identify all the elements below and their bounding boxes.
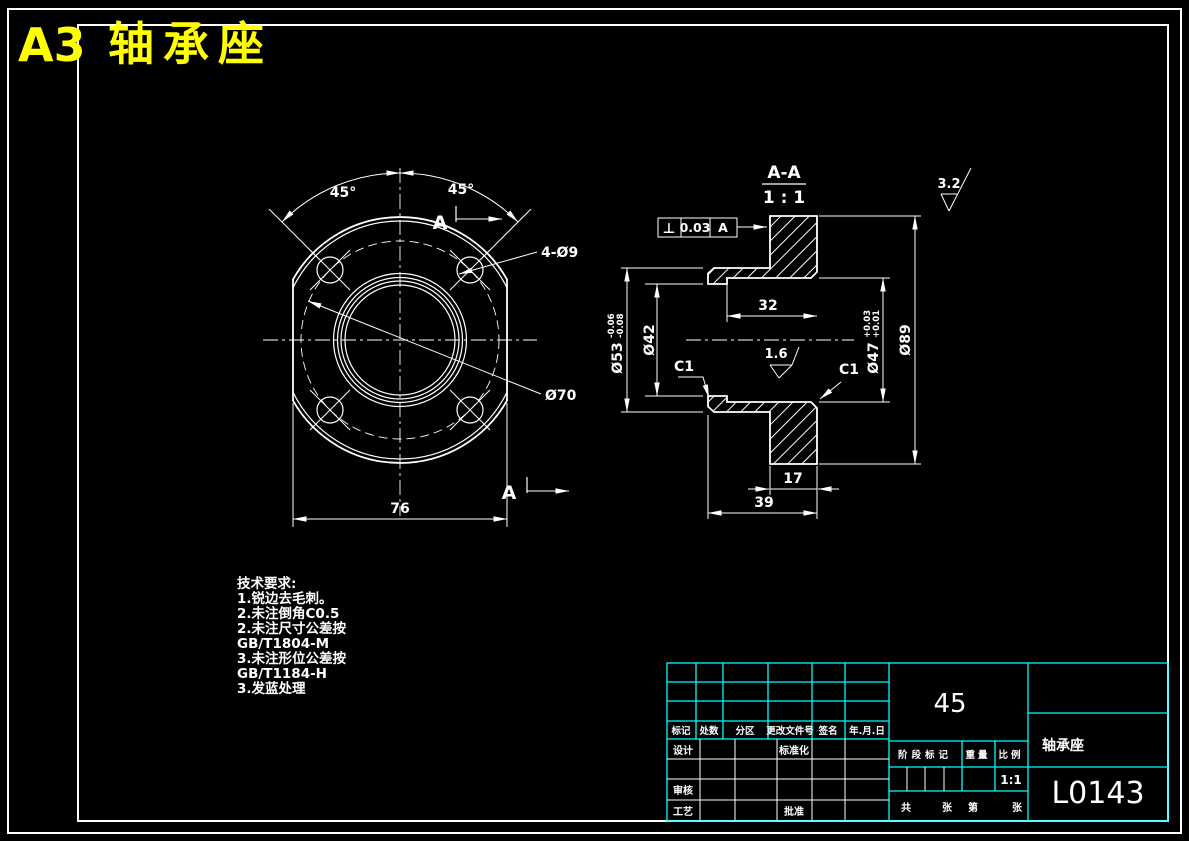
scale-value: 1:1 [1000,773,1022,787]
dim-d89-label: Ø89 [898,324,914,355]
rev-header-sign: 签名 [817,725,837,737]
bolt-circle-label: Ø70 [545,388,577,404]
width-dim: 76 [292,403,508,527]
tech-req-heading: 技术要求: [237,575,296,592]
dim-d47: Ø47 +0.03 +0.01 [819,277,890,403]
section-title: A-A [767,163,801,183]
width-label: 76 [390,501,409,517]
dim-32: 32 [726,278,817,322]
name-number-section: 轴承座 L0143 [1028,712,1168,811]
section-mark-bottom: A [502,477,569,504]
tech-req-line: 3.发蓝处理 [237,680,306,697]
gdt-frame: ⊥ 0.03 A [657,217,767,238]
design-label: 设计 [673,744,693,757]
material-stage-section: 45 阶段标记 重量 比例 1:1 共 张 第 张 [889,689,1028,814]
dim-17-label: 17 [783,471,802,487]
revision-grid: 标记 处数 分区 更改文件号 签名 年.月.日 [667,663,889,740]
tech-req-line: GB/T1804-M [237,636,329,652]
gdt-symbol: ⊥ [663,221,676,237]
sheet-size-label: A3 [18,18,86,72]
dim-17: 17 [748,466,839,519]
sheet-borders [7,8,1182,834]
front-centerlines [263,168,537,516]
front-view: 45° 45° 4-Ø9 Ø70 A A [263,168,578,527]
title-block-border [666,662,1169,822]
roughness-bore-value: 1.6 [764,347,787,362]
roughness-icon [940,167,972,212]
holes-label: 4-Ø9 [541,245,578,261]
rev-header-zone: 分区 [735,725,755,737]
gdt-value: 0.03 [680,220,711,235]
drawing-number: L0143 [1051,776,1144,811]
roughness-icon [769,346,800,379]
rev-header-date: 年.月.日 [849,725,885,737]
sheets-word: 张 [942,801,953,814]
part-name: 轴承座 [1042,737,1084,754]
tech-req-line: 1.锐边去毛刺。 [237,590,333,607]
dim-d47-tol-low: +0.01 [872,310,882,338]
section-letter-top: A [433,212,448,234]
dim-d53-tol-up: -0.06 [607,313,617,338]
angle-dim-right: 45° [399,170,532,260]
dim-d89: Ø89 [819,215,921,465]
holes-callout: 4-Ø9 [458,245,578,275]
dim-d53-tol-low: -0.08 [616,313,626,338]
material-value: 45 [933,689,966,719]
roughness-general: 3.2 [937,167,972,212]
outer-border [7,8,1182,834]
page-title: A3 轴承座 [18,17,273,72]
process-label: 工艺 [673,805,693,818]
sheet-word2: 张 [1012,801,1023,814]
dim-39-label: 39 [754,495,773,511]
rev-header-mark: 标记 [670,725,691,737]
angle-dim-left: 45° [268,170,401,260]
chamfer-right-callout: C1 [819,362,859,400]
tech-req-line: 2.未注倒角C0.5 [237,605,339,622]
dim-d42-label: Ø42 [642,324,658,355]
dim-d42: Ø42 [642,283,703,397]
weight-label: 重量 [965,749,990,761]
section-letter-bottom: A [502,482,517,504]
dim-d53: Ø53 -0.06 -0.08 [607,267,703,413]
technical-requirements: 技术要求: 1.锐边去毛刺。 2.未注倒角C0.5 2.未注尺寸公差按 GB/T… [237,575,347,697]
roughness-bore: 1.6 [764,346,800,379]
dim-d47-label: Ø47 [866,342,882,373]
angle-left-label: 45° [330,185,356,201]
gdt-datum: A [718,220,728,235]
angle-right-label: 45° [448,182,474,198]
dim-d53-label: Ø53 [610,342,626,373]
section-view: A-A 1 : 1 ⊥ 0.03 A Ø53 -0.06 -0.08 [607,163,972,519]
section-lower-half [707,395,818,465]
tech-req-line: 2.未注尺寸公差按 [237,620,347,637]
standardize-label: 标准化 [778,744,809,757]
section-mark-top: A [433,206,502,234]
roughness-general-value: 3.2 [937,177,960,192]
dim-d47-tol-up: +0.03 [863,310,873,338]
approve-label: 批准 [784,805,804,818]
section-scale: 1 : 1 [763,188,805,208]
tech-req-line: 3.未注形位公差按 [237,650,347,667]
title-block: 标记 处数 分区 更改文件号 签名 年.月.日 设计 标准化 审核 工艺 批准 … [666,662,1169,822]
dim-39: 39 [707,415,817,519]
sheets-total-label: 共 [901,801,911,814]
flange-outline [292,216,508,464]
scale-label: 比例 [998,749,1023,761]
rev-header-count: 处数 [698,725,719,737]
stage-label: 阶段标记 [898,749,952,761]
chamfer-left-label: C1 [674,359,694,375]
bolt-circle-callout: Ø70 [307,300,577,404]
chamfer-right-label: C1 [839,362,859,378]
part-title-label: 轴承座 [108,17,273,71]
dim-32-label: 32 [758,298,777,314]
tech-req-line: GB/T1184-H [237,666,327,682]
rev-header-docno: 更改文件号 [766,725,814,737]
signature-grid: 设计 标准化 审核 工艺 批准 [667,739,889,821]
sheet-no-label: 第 [968,801,978,814]
inner-frame [77,24,1169,822]
audit-label: 审核 [673,784,693,797]
chamfer-left-callout: C1 [674,359,710,399]
